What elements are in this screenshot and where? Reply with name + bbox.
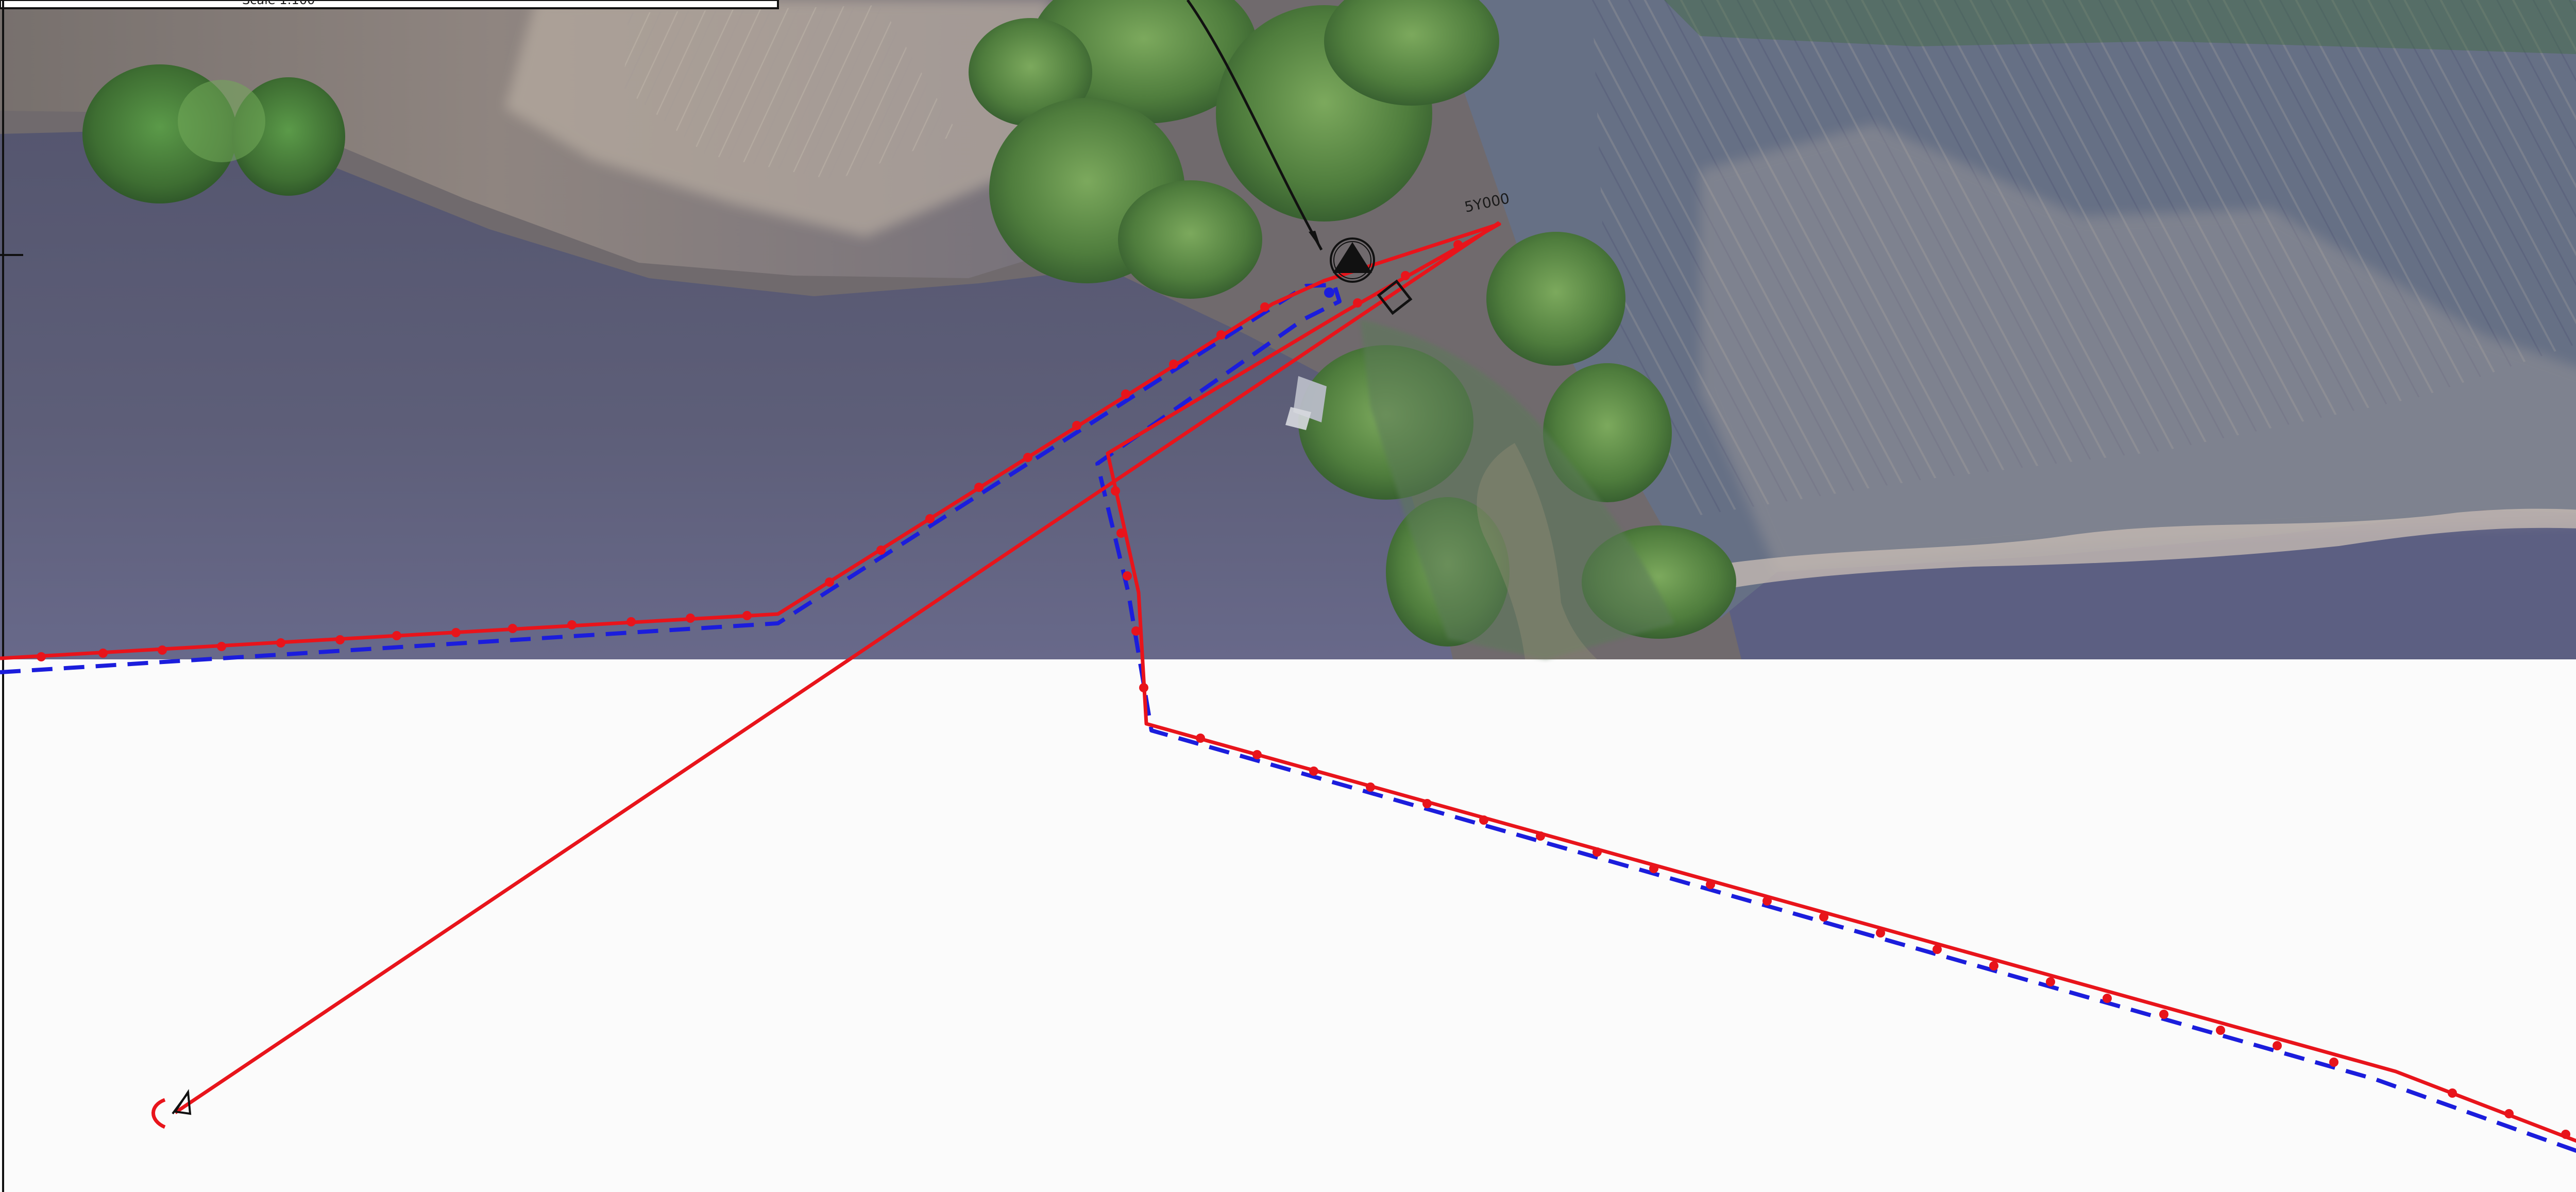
shrub-highlight — [178, 80, 265, 162]
blue-end-point — [1324, 287, 1334, 298]
trail-path — [1477, 443, 1597, 659]
survey-lines[interactable] — [0, 221, 2576, 1177]
blue-dashed-route[interactable] — [0, 283, 2576, 1177]
marsh-grass-highlight — [1700, 124, 2576, 572]
tree-canopy — [969, 18, 1092, 126]
arrow-head — [1309, 231, 1321, 250]
end-marker-icon[interactable] — [151, 1089, 192, 1129]
title-block-text: Scale 1:100 — [242, 0, 315, 7]
red-diagonal-line[interactable] — [174, 221, 1500, 1114]
title-block-frame — [0, 0, 779, 9]
red-main-route[interactable] — [0, 222, 2576, 1169]
red-route-vertices — [37, 240, 2570, 1139]
aerial-imagery — [0, 0, 2576, 659]
tree-belt — [969, 0, 1736, 659]
grass-texture — [623, 5, 958, 180]
arrow-leader-icon — [1186, 0, 1323, 251]
dock-step — [1285, 407, 1311, 430]
north-grass-strip — [1664, 0, 2576, 55]
river-water — [0, 129, 1453, 659]
west-shrubs — [82, 64, 345, 203]
tree-canopy — [1324, 0, 1499, 106]
east-shoreline-grass — [1721, 508, 2576, 590]
tree-canopy — [1486, 232, 1625, 366]
tree-canopy — [1118, 180, 1262, 299]
survey-triangle-icon[interactable] — [1330, 237, 1375, 283]
tree-canopy — [1543, 363, 1672, 502]
title-block: Scale 1:100 — [0, 0, 779, 9]
square-marker-icon[interactable] — [1377, 279, 1413, 315]
trail-clearing — [1360, 319, 1674, 659]
